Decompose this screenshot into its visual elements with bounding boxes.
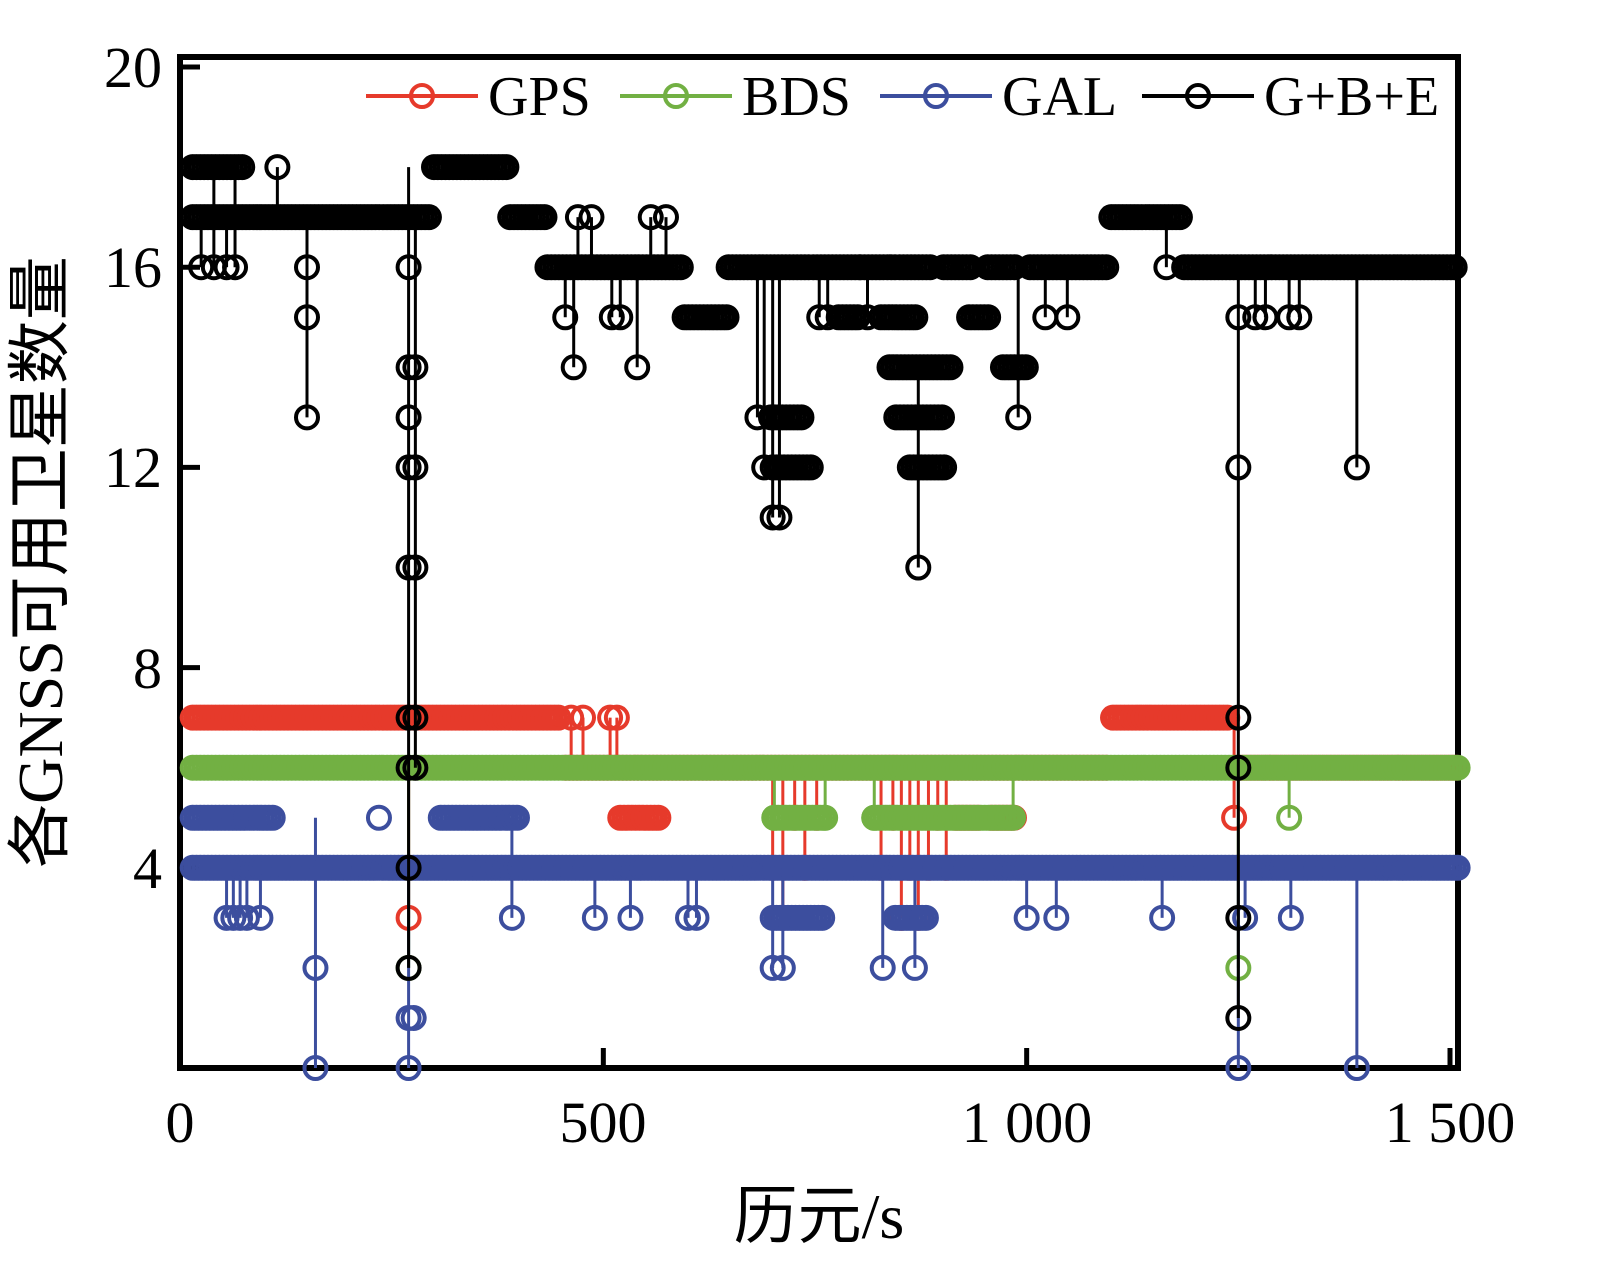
legend-item-gal: GAL <box>880 66 1117 128</box>
y-tick-label: 4 <box>133 836 162 901</box>
legend-label-gps: GPS <box>488 66 591 128</box>
legend-label-gbe: G+B+E <box>1264 66 1439 128</box>
legend-marker-gps <box>409 83 435 109</box>
legend-marker-gal <box>923 83 949 109</box>
x-tick-label: 1 000 <box>962 1090 1093 1155</box>
y-tick-label: 20 <box>104 35 162 100</box>
y-tick-label: 8 <box>133 636 162 701</box>
y-tick-label: 12 <box>104 435 162 500</box>
series-bds <box>179 754 1471 981</box>
plot-border <box>177 54 1461 1071</box>
x-tick-label: 500 <box>560 1090 647 1155</box>
legend-item-gps: GPS <box>366 66 591 128</box>
x-tick-label: 0 <box>166 1090 195 1155</box>
legend-label-gal: GAL <box>1002 66 1117 128</box>
legend-marker-bds <box>663 83 689 109</box>
y-tick-label: 16 <box>104 235 162 300</box>
series-gbe <box>179 154 1468 1031</box>
series-layer <box>177 64 1471 1081</box>
y-axis-title: 各GNSS可用卫星数量 <box>5 256 76 868</box>
legend-item-bds: BDS <box>620 66 851 128</box>
x-axis-title: 历元/s <box>734 1181 905 1252</box>
legend-label-bds: BDS <box>742 66 851 128</box>
legend-item-gbe: G+B+E <box>1142 66 1439 128</box>
x-tick-label: 1 500 <box>1385 1090 1516 1155</box>
legend-marker-gbe <box>1185 83 1211 109</box>
series-gal <box>179 804 1471 1081</box>
legend: GPS BDS GAL G+B+E <box>366 66 1439 128</box>
